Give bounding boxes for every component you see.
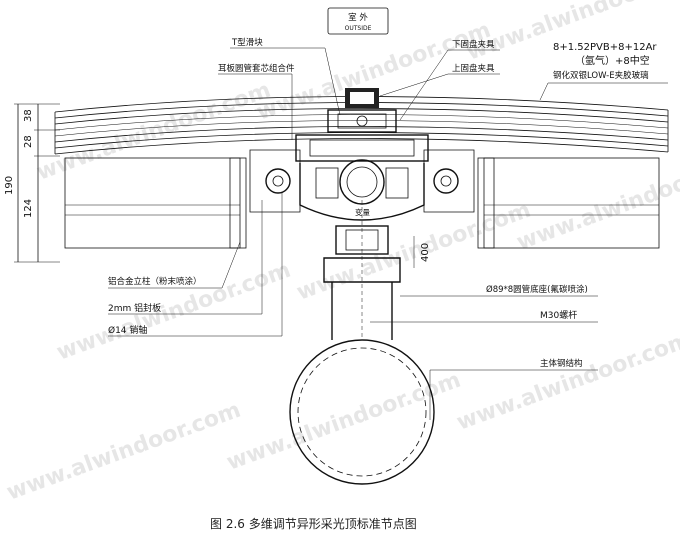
glass-spec-line-2: （氩气）+8中空 [575,54,650,67]
pipe-variable-label: 变量 [355,207,370,217]
annotations: T型滑块 耳板圆管套芯组合件 下固盘夹具 上固盘夹具 8+1.52PVB+8+1… [108,37,668,420]
pipe-and-bolt: 变量 [323,200,401,340]
main-steel-structure [289,339,435,485]
dim-400: 400 [420,243,431,262]
ear-plates [249,149,475,213]
dim-190: 190 [4,176,15,195]
pin-left [265,168,291,194]
outside-marker: 室 外 OUTSIDE [327,7,389,35]
ear-plate-label: 耳板圆管套芯组合件 [218,63,295,74]
sealing-plate-label: 2mm 铝封板 [108,302,161,314]
dimension-lines: 38 28 124 190 400 [4,103,431,268]
mullions [64,157,660,249]
watermark: www.alwindoor.com [4,398,245,506]
upper-clamp-label: 上固盘夹具 [452,63,495,74]
pin-label: Ø14 销轴 [108,324,147,336]
watermark: www.alwindoor.com [54,258,295,366]
t-slider-label: T型滑块 [231,37,263,48]
dim-38: 38 [23,109,34,122]
dim-124: 124 [23,199,34,218]
glass-spec-line-3: 钢化双银LOW-E夹胶玻璃 [553,70,649,81]
watermark: www.alwindoor.com [34,78,275,186]
outside-sublabel: OUTSIDE [345,25,372,32]
lower-clamp-label: 下固盘夹具 [452,39,495,50]
outside-label: 室 外 [348,12,368,23]
bolt-label: M30螺杆 [540,309,577,321]
clamp-assembly [295,88,429,221]
round-pipe-label: Ø89*8圆管底座(氟碳喷涂) [486,284,588,295]
dim-28: 28 [23,135,34,148]
main-steel-label: 主体钢结构 [540,358,583,369]
watermark: www.alwindoor.com [514,148,680,256]
watermark: www.alwindoor.com [454,328,680,436]
figure-caption: 图 2.6 多维调节异形采光顶标准节点图 [210,517,417,531]
mullion-label: 铝合金立柱（粉末喷涂） [108,276,202,287]
pin-right [433,168,459,194]
glass-spec-line-1: 8+1.52PVB+8+12Ar [553,42,657,53]
